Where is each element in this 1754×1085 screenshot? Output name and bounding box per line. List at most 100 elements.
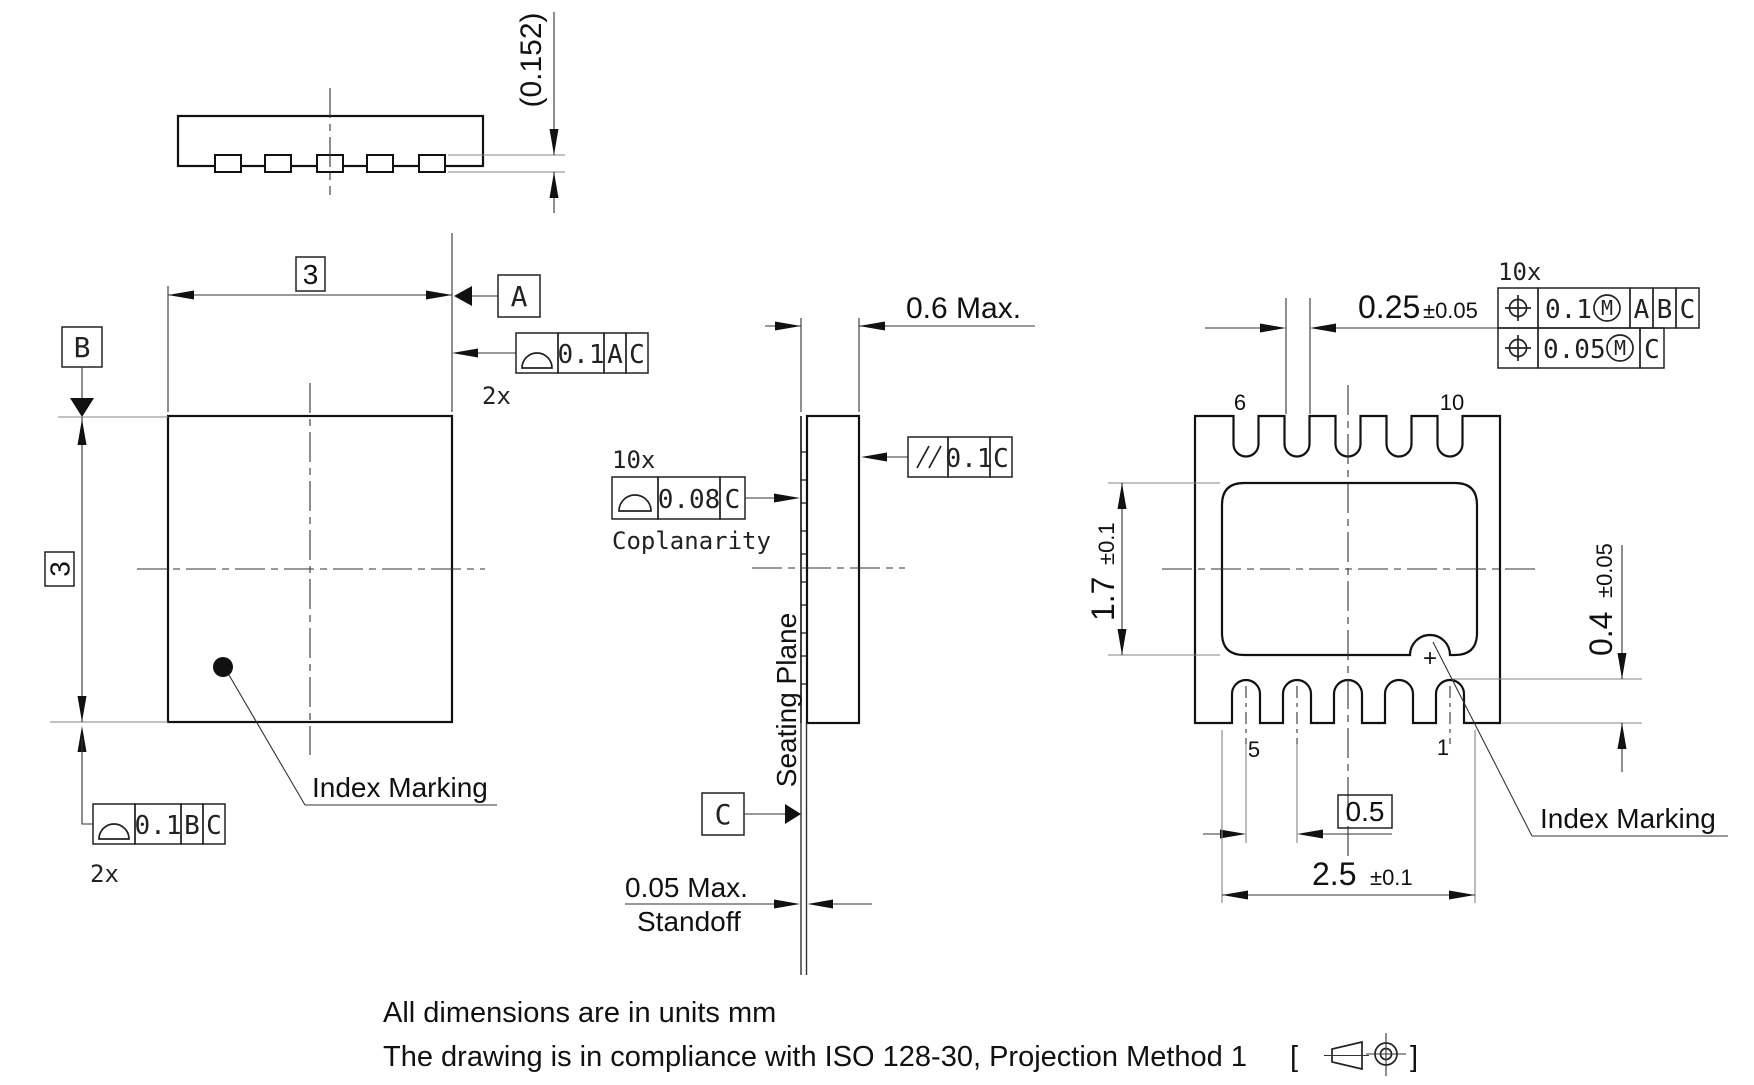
fcf-profile-top: 0.1 A C 2x (452, 332, 649, 410)
compliance-note: The drawing is in compliance with ISO 12… (383, 1041, 1247, 1073)
dim-lead-thickness: (0.152) (515, 12, 548, 107)
profile-of-surface-icon (618, 494, 652, 512)
arrowhead-icon (168, 290, 194, 300)
position-icon (1505, 335, 1531, 361)
arrowhead-icon (452, 348, 478, 358)
leader-line (1432, 641, 1533, 837)
dimension-lead-width: 0.25 ±0.05 (1205, 289, 1498, 414)
side-lead-marks (801, 451, 807, 685)
fcf-count: 10x (1498, 258, 1541, 286)
profile-of-surface-icon (98, 823, 130, 840)
fcf-tolerance: 0.05 (1543, 335, 1606, 365)
fcf-parallelism: 0.1 C (861, 436, 1013, 478)
max-material-modifier-icon (1606, 334, 1634, 362)
dimension-lead-length: 0.4 ±0.05 (1452, 543, 1642, 772)
basic-dim-box (1337, 794, 1393, 829)
fcf-coplanarity: 10x 0.08 C Coplanarity (611, 446, 800, 555)
dimension-standoff: 0.05 Max. Standoff (625, 872, 872, 937)
arrowhead-icon (77, 696, 87, 722)
datum-a-label: A (511, 280, 528, 313)
dim-body-height: 3 (45, 561, 76, 577)
fcf-count: 2x (482, 382, 511, 410)
basic-dim-box (44, 551, 75, 587)
lead-pad (264, 154, 292, 173)
pin-label-6: 6 (1234, 390, 1246, 415)
package-outline (1193, 414, 1502, 725)
package-side-view: 0.6 Max. 10x 0.08 C Coplanarity 0.1 (611, 292, 1035, 975)
dimension-lead-span: 2.5 ±0.1 (1221, 730, 1476, 903)
dim-lead-length-tol: ±0.05 (1592, 543, 1617, 598)
fcf-datum: C (993, 444, 1009, 474)
standoff-label: Standoff (637, 906, 741, 937)
fcf-datum: A (607, 340, 623, 370)
dimension-epad-height: 1.7 ±0.1 (1085, 482, 1220, 656)
lead-pad (418, 154, 446, 173)
index-marking-label: Index Marking (312, 772, 488, 803)
lead-thickness-side-view: (0.152) (176, 12, 565, 213)
lead-pad (214, 154, 242, 173)
units-note: All dimensions are in units mm (383, 997, 776, 1029)
arrowhead-icon (774, 493, 800, 503)
fcf-profile-bottom: 0.1 B C 2x (77, 726, 226, 888)
datum-c-label: C (715, 798, 732, 831)
dim-lead-length: 0.4 (1583, 612, 1619, 656)
arrowhead-icon (549, 172, 559, 198)
pin-label-1: 1 (1437, 735, 1449, 760)
fcf-datum: C (206, 811, 222, 841)
fcf-position: 10x 0.1 M A B C 0.05 M (1497, 258, 1700, 369)
arrowhead-icon (1117, 483, 1127, 509)
lead-pad (366, 154, 394, 173)
dim-standoff: 0.05 Max. (625, 872, 748, 903)
fcf-tolerance: 0.1 (1545, 295, 1592, 325)
leader-line (228, 674, 306, 806)
pin-label-5: 5 (1248, 737, 1260, 762)
datum-b-label: B (74, 331, 91, 364)
dim-lead-width-tol: ±0.05 (1423, 298, 1478, 323)
dim-body-width: 3 (303, 259, 319, 290)
arrowhead-icon (861, 452, 887, 462)
datum-a: A (454, 274, 541, 318)
first-angle-projection-icon (1324, 1033, 1406, 1076)
modifier-letter: M (1601, 296, 1613, 320)
position-icon (1505, 295, 1531, 321)
fcf-count: 2x (90, 860, 119, 888)
profile-of-surface-icon (521, 352, 553, 369)
arrowhead-icon (1222, 890, 1248, 900)
fcf-tolerance: 0.1 (135, 811, 182, 841)
arrowhead-icon (859, 321, 885, 331)
index-marking-dot (213, 657, 233, 677)
dim-epad-height-tol: ±0.1 (1094, 522, 1119, 565)
index-marking-label: Index Marking (1540, 803, 1716, 834)
datum-triangle-icon (454, 286, 472, 306)
fcf-datum: C (1644, 335, 1660, 365)
index-cross-mark: + (1423, 645, 1437, 672)
package-bottom-view: + 6 10 5 1 0.25 ±0.05 10x (1085, 258, 1728, 903)
arrowhead-icon (774, 899, 800, 909)
fcf-tolerance: 0.08 (658, 485, 721, 515)
arrowhead-icon (1260, 323, 1286, 333)
dimension-body-thickness: 0.6 Max. (765, 292, 1035, 412)
fcf-tolerance: 0.1 (946, 444, 993, 474)
fcf-datum: A (1634, 295, 1650, 325)
bracket-close: ] (1410, 1041, 1418, 1073)
dim-lead-width: 0.25 (1358, 289, 1420, 325)
max-material-modifier-icon (1593, 294, 1621, 322)
index-marking-callout: Index Marking (213, 657, 497, 806)
dimension-body-width: 3 (167, 233, 453, 412)
arrowhead-icon (807, 899, 833, 909)
arrowhead-icon (1617, 653, 1627, 679)
fcf-count: 10x (612, 446, 655, 474)
dim-lead-pitch: 0.5 (1346, 796, 1385, 827)
bracket-open: [ (1290, 1041, 1298, 1073)
arrowhead-icon (549, 129, 559, 155)
pin-label-10: 10 (1440, 390, 1464, 415)
seating-plane: Seating Plane C (701, 613, 808, 975)
arrowhead-icon (1117, 629, 1127, 655)
fcf-datum: C (725, 485, 741, 515)
arrowhead-icon (77, 419, 87, 445)
fcf-datum: B (184, 811, 200, 841)
seating-plane-label: Seating Plane (771, 613, 802, 787)
dim-body-thickness: 0.6 Max. (906, 292, 1021, 325)
dimension-lead-thickness: (0.152) (515, 12, 559, 213)
